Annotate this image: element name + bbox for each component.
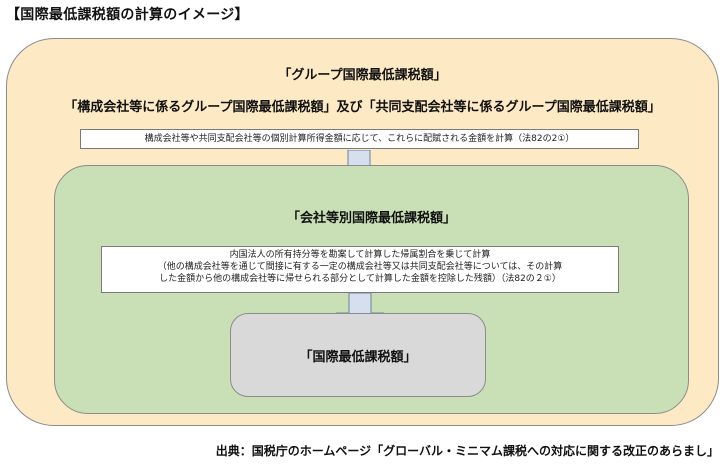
company-minimum-tax-heading: 「会社等別国際最低課税額」 bbox=[286, 211, 456, 226]
minimum-tax-heading: 「国際最低課税額」 bbox=[299, 350, 417, 365]
minimum-tax-box bbox=[230, 313, 486, 397]
attribution-note-line-1: 内国法人の所有持分等を勘案して計算した帰属割合を乗じて計算 bbox=[229, 250, 491, 260]
source-citation: 出典：国税庁のホームページ「グローバル・ミニマム課税への対応に関する改正のあらま… bbox=[215, 444, 719, 458]
group-minimum-tax-heading: 「グループ国際最低課税額」 bbox=[278, 68, 447, 83]
allocation-note: 構成会社等や共同支配会社等の個別計算所得金額に応じて、これらに配賦される金額を計… bbox=[80, 129, 639, 149]
attribution-note: 内国法人の所有持分等を勘案して計算した帰属割合を乗じて計算 （他の構成会社等を通… bbox=[101, 246, 619, 293]
page-title: 【国際最低課税額の計算のイメージ】 bbox=[6, 7, 249, 23]
attribution-note-line-2: （他の構成会社等を通じて間接に有する一定の構成会社等又は共同支配会社等については… bbox=[157, 262, 563, 273]
allocation-note-text: 構成会社等や共同支配会社等の個別計算所得金額に応じて、これらに配賦される金額を計… bbox=[144, 134, 575, 144]
group-minimum-tax-breakdown-heading: 「構成会社等に係るグループ国際最低課税額」及び「共同支配会社等に係るグループ国際… bbox=[64, 100, 661, 115]
attribution-note-line-3: した金額から他の構成会社等に帰せられる部分として計算した金額を控除した残額）（法… bbox=[159, 274, 561, 285]
